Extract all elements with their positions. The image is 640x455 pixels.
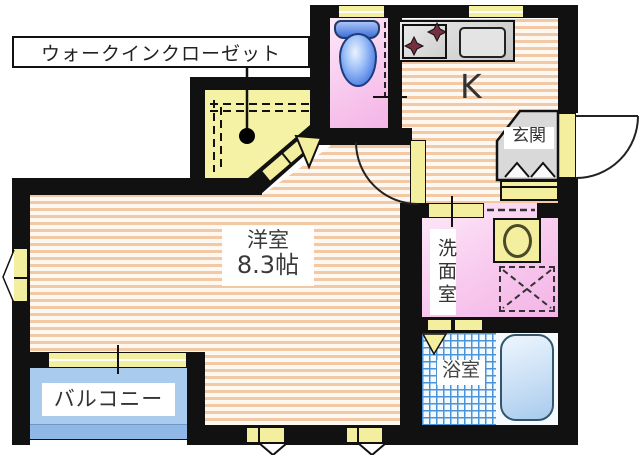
walk-in-closet-floor bbox=[205, 90, 312, 178]
bathtub-icon bbox=[500, 334, 554, 421]
wall-right-upper bbox=[558, 5, 578, 113]
left-wall-window bbox=[13, 248, 28, 302]
wall-balcony-stub bbox=[28, 352, 48, 368]
bathroom-label: 浴室 bbox=[437, 359, 485, 385]
toilet-window bbox=[338, 5, 385, 18]
entrance-label: 玄関 bbox=[504, 126, 554, 149]
wall-washroom-top-right bbox=[537, 203, 558, 218]
wall-balcony-right bbox=[187, 352, 205, 440]
bottom-window-right bbox=[346, 427, 383, 443]
bathroom-door-panel-2 bbox=[454, 319, 483, 331]
wall-left bbox=[12, 178, 30, 445]
wall-toilet-left bbox=[310, 5, 330, 145]
walk-in-closet-label-box: ウォークインクローゼット bbox=[12, 36, 310, 68]
entrance-door-arc bbox=[575, 115, 639, 179]
kitchen-window bbox=[468, 5, 524, 18]
washbasin bbox=[493, 218, 541, 263]
western-room-label: 洋室 8.3帖 bbox=[222, 226, 314, 286]
wall-closet-top bbox=[190, 77, 322, 90]
walk-in-closet-label: ウォークインクローゼット bbox=[40, 42, 281, 65]
kitchen-sink-icon bbox=[459, 27, 506, 58]
western-room-name: 洋室 bbox=[247, 228, 289, 252]
wall-main-top bbox=[12, 178, 262, 195]
wall-washroom-top-left bbox=[412, 203, 430, 218]
washroom-label: 洗面室 bbox=[430, 229, 457, 315]
balcony-edge-strip bbox=[30, 424, 187, 439]
western-room-size: 8.3帖 bbox=[236, 251, 300, 280]
washbasin-bowl-icon bbox=[503, 224, 532, 258]
toilet-bowl-icon bbox=[339, 33, 377, 87]
shoe-cabinet bbox=[500, 180, 559, 201]
entrance-door-leaf bbox=[558, 113, 576, 178]
washroom-door bbox=[428, 203, 484, 218]
kitchen-label: K bbox=[460, 67, 482, 106]
wall-washroom-left bbox=[400, 203, 422, 445]
washing-machine-space bbox=[499, 266, 555, 312]
bathroom-door-panel-1 bbox=[427, 319, 452, 331]
bottom-window-left bbox=[246, 427, 285, 443]
balcony-sliding-window bbox=[48, 352, 187, 368]
wall-toilet-bottom bbox=[310, 128, 412, 145]
main-room-door-leaf bbox=[410, 140, 426, 204]
balcony-label: バルコニー bbox=[42, 383, 175, 416]
wall-right-lower bbox=[558, 178, 578, 445]
closet-door-panel-divider bbox=[281, 152, 292, 165]
stove-icon bbox=[402, 24, 447, 59]
wall-closet-left bbox=[190, 77, 205, 195]
